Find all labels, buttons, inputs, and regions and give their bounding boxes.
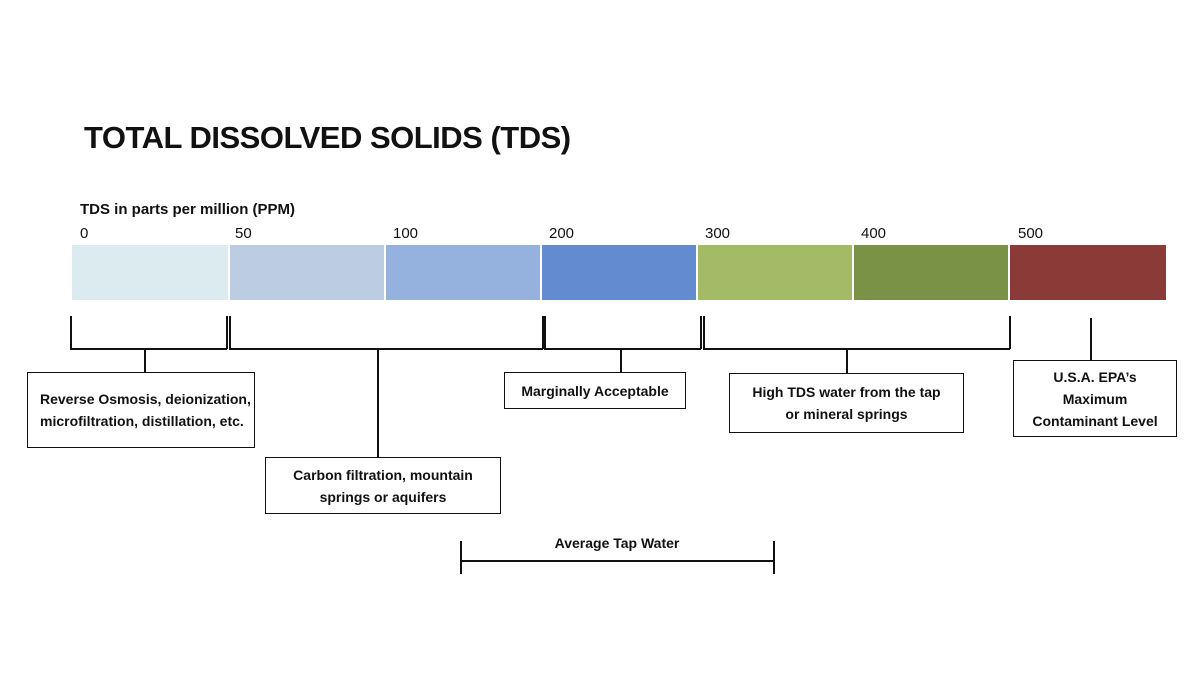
tick-50: 50 <box>235 225 252 242</box>
axis-label: TDS in parts per million (PPM) <box>80 201 296 218</box>
annotation-box-epa-mcl: U.S.A. EPA’s Maximum Contaminant Level <box>1013 360 1177 437</box>
annotation-text: U.S.A. EPA’s Maximum Contaminant Level <box>1032 368 1158 429</box>
tick-400: 400 <box>861 225 887 242</box>
bar-segment-50-100 <box>230 245 384 300</box>
annotation-text: Reverse Osmosis, deionization, microfilt… <box>40 391 251 429</box>
tick-300: 300 <box>705 225 731 242</box>
annotation-text: High TDS water from the tap or mineral s… <box>752 384 941 422</box>
annotation-box-reverse-osmosis: Reverse Osmosis, deionization, microfilt… <box>27 372 255 448</box>
diagram-title: TOTAL DISSOLVED SOLIDS (TDS) <box>84 120 571 155</box>
annotation-text: Marginally Acceptable <box>521 382 669 399</box>
bar-segment-400-500 <box>854 245 1008 300</box>
tick-100: 100 <box>393 225 419 242</box>
bar-segment-100-200 <box>386 245 540 300</box>
tick-500: 500 <box>1018 225 1044 242</box>
bar-segment-200-300 <box>542 245 696 300</box>
bar-segment-300-400 <box>698 245 852 300</box>
average-tap-water-label: Average Tap Water <box>554 535 680 551</box>
annotation-box-marginally-acceptable: Marginally Acceptable <box>504 372 686 409</box>
annotation-text: Carbon filtration, mountain springs or a… <box>293 466 473 505</box>
tick-0: 0 <box>80 225 89 242</box>
annotation-box-carbon-filtration: Carbon filtration, mountain springs or a… <box>265 457 501 514</box>
epa-pointer-line <box>1090 318 1092 360</box>
bar-segment-500-plus <box>1010 245 1166 300</box>
annotation-box-high-tds: High TDS water from the tap or mineral s… <box>729 373 964 433</box>
bar-segment-0-50 <box>72 245 228 300</box>
tick-200: 200 <box>549 225 575 242</box>
